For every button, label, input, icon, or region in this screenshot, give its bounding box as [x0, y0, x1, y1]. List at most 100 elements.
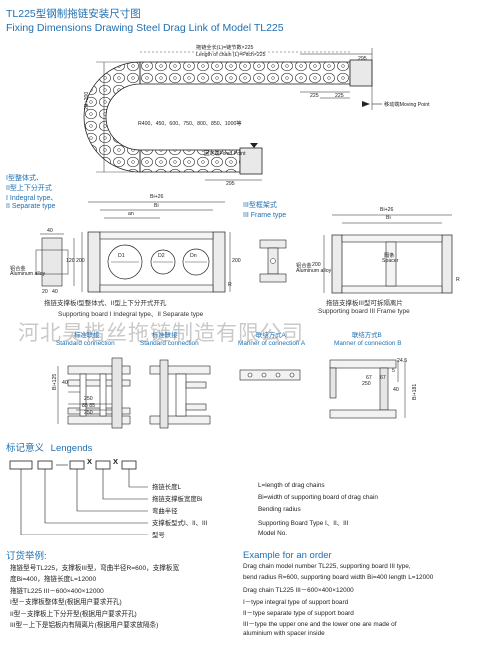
- manner-a-en: Manner of connection A: [238, 340, 306, 347]
- moving-end-block: [349, 59, 373, 87]
- order-en-line-6: aluminium with spacer inside: [243, 630, 325, 638]
- dim-40-conn: 40: [62, 380, 68, 386]
- fixed-point-label: 固定端Fixed Point: [204, 151, 246, 157]
- std-connection-2-cn: 标准联接: [152, 332, 178, 339]
- std-connection-1-en: Standard connection: [56, 340, 115, 347]
- dim-40-b: 40: [393, 387, 399, 393]
- legend-cn-row-4: 型号: [152, 532, 165, 539]
- dim-bi-b: Bi: [386, 215, 391, 221]
- alloy-cn-a: 铝合金: [10, 266, 26, 272]
- order-cn-line-2: 拖链TL225 III－600×400×12000: [10, 587, 104, 595]
- legend-en-row-2: Bending radius: [258, 506, 301, 513]
- hole-dn: Dn: [190, 253, 197, 259]
- legend-en-row-4: Model No.: [258, 530, 288, 537]
- chain-bend: [83, 61, 141, 173]
- alloy-en-a: Aluminum alloy: [10, 271, 46, 277]
- upper-chain-run: [139, 61, 351, 85]
- order-en-line-1: bend radius R=600, supporting board widt…: [243, 574, 434, 582]
- dim-200-b: 200: [312, 262, 321, 268]
- spacer-cn: 隔条: [384, 253, 395, 259]
- page-title-cn: TL225型钢制拖链安装尺寸图: [6, 8, 141, 20]
- caption-b-en: Supporting board III Frame type: [318, 308, 410, 315]
- order-en-line-2: Drag chain TL225 III－600×400×12000: [243, 587, 354, 595]
- legend-cn-row-1: 拖链支撑板宽度Bi: [152, 496, 203, 503]
- type-label-4: II Separate type: [6, 203, 56, 210]
- order-heading-en: Example for an order: [243, 550, 332, 561]
- legend-en-row-1: Bi=width of supporting board of drag cha…: [258, 494, 378, 501]
- order-en-line-5: III－type the upper one and the lower one…: [243, 621, 397, 628]
- dim-bi125: Bi+125: [52, 373, 58, 390]
- order-cn-line-5: III型－上下是铝板内有隔离片(根据用户要求放隔条): [10, 622, 159, 629]
- dim-200: 200: [76, 258, 85, 264]
- frame-type-en: III Frame type: [243, 212, 287, 219]
- legend-x-1: X: [87, 457, 93, 466]
- dim-24-5: 24.5: [397, 358, 408, 364]
- dim-225-a: 225: [310, 93, 319, 99]
- legend-cn-row-2: 弯曲半径: [152, 508, 178, 515]
- legend-heading: 标记意义 Lengends: [6, 440, 92, 454]
- chain-side-view-drawing: [83, 48, 382, 181]
- radius-list-label: R400、450、600、750、800、850、1000等: [138, 121, 242, 127]
- dim-bi-a: Bi: [154, 203, 159, 209]
- fixed-end-block: [239, 147, 263, 175]
- hole-d1: D1: [118, 253, 125, 259]
- dim-67-b: 67: [380, 375, 386, 381]
- dim-bi181: Bi+181: [412, 383, 418, 400]
- dim-an: an: [128, 211, 134, 217]
- legend-cn-row-0: 拖链长度L: [152, 484, 182, 491]
- order-en-line-4: II－type separate type of support board: [243, 609, 354, 617]
- alloy-en-b: Aluminum alloy: [296, 268, 332, 274]
- dim-200-right: 200: [232, 258, 241, 264]
- r-label-b: R: [456, 277, 460, 283]
- legend-en-row-0: L=length of drag chains: [258, 482, 325, 489]
- dim-20: 20: [42, 289, 48, 295]
- order-cn-line-3: I型－支撑板整体型(根据用户要求开孔): [10, 599, 122, 607]
- dim-40: 40: [47, 228, 53, 234]
- hole-d2: D2: [158, 253, 165, 259]
- dim-295-bottom: 295: [226, 181, 235, 187]
- type-label-1: I型整体式、: [6, 175, 43, 182]
- dim-bi26-b: Bi+26: [380, 207, 394, 213]
- order-heading-cn: 订货举例:: [6, 551, 47, 562]
- chain-length-cn: 拖链全长(L)=链节数×225: [196, 45, 254, 51]
- legend-code-diagram: [9, 460, 148, 535]
- order-cn-line-4: II型－支撑板上下分开型(根据用户要求开孔): [10, 610, 137, 618]
- manner-b-en: Manner of connection B: [334, 340, 402, 347]
- page-title-en: Fixing Dimensions Drawing Steel Drag Lin…: [6, 22, 284, 34]
- order-cn-line-0: 拖链型号TL225，支撑板III型，弯曲半径R=600，支撑板宽: [10, 565, 180, 572]
- frame-type-cn: III型框架式: [243, 202, 277, 209]
- caption-a-en: Supporting board I Indegral type、II Sepa…: [58, 311, 204, 318]
- r-label-a: R: [228, 282, 232, 288]
- caption-a-cn: 拖链支撑板I型整体式、II型上下分开式开孔: [44, 300, 167, 307]
- caption-b-cn: 拖链支撑板III型可拆隔离片: [326, 300, 403, 307]
- legend-x-2: X: [113, 457, 119, 466]
- dim-40-bottom: 40: [52, 289, 58, 295]
- alloy-cn-b: 铝合金: [296, 263, 312, 269]
- dim-bi26-a: Bi+26: [150, 194, 164, 200]
- spacer-en: Spacer: [382, 258, 399, 264]
- type-label-3: I Indegral type、: [6, 195, 58, 202]
- dim-250-conn: 250: [84, 396, 93, 402]
- legend-cn-row-3: 支撑板型式I、II、III: [152, 520, 208, 527]
- dim-5: 5: [392, 368, 395, 374]
- moving-point-label: 移动端Moving Point: [384, 102, 430, 108]
- manner-b-cn: 联结方式B: [352, 332, 382, 339]
- company-watermark: 河北昊楷丝拖链制造有限公司: [18, 321, 304, 345]
- dim-250-b: 250: [362, 381, 371, 387]
- std-connection-2-en: Standard connection: [140, 340, 199, 347]
- support-board-type-3-drawing: [259, 214, 453, 294]
- dim-67-a: 67: [366, 375, 372, 381]
- dim-295-top: 295: [358, 56, 367, 62]
- type-label-2: II型上下分开式: [6, 185, 52, 192]
- std-connection-1-cn: 标准联接: [74, 332, 100, 339]
- legend-en-row-3: Supporting Board Type I、II、III: [258, 520, 349, 527]
- chain-length-en: Length of chain (L)=Pitch×225: [196, 52, 266, 58]
- manner-a-cn: 联结方式A: [256, 332, 286, 339]
- dim-225-b: 225: [335, 93, 344, 99]
- dim-85-85: 85 85: [82, 403, 95, 409]
- support-board-type-1-2-drawing: [35, 201, 231, 293]
- legend-heading-cn: 标记意义: [6, 443, 45, 454]
- height-2r-label: 2R+200: [84, 91, 90, 110]
- order-en-line-0: Drag chain model number TL225, supportin…: [243, 563, 411, 570]
- legend-heading-en: Lengends: [50, 443, 93, 454]
